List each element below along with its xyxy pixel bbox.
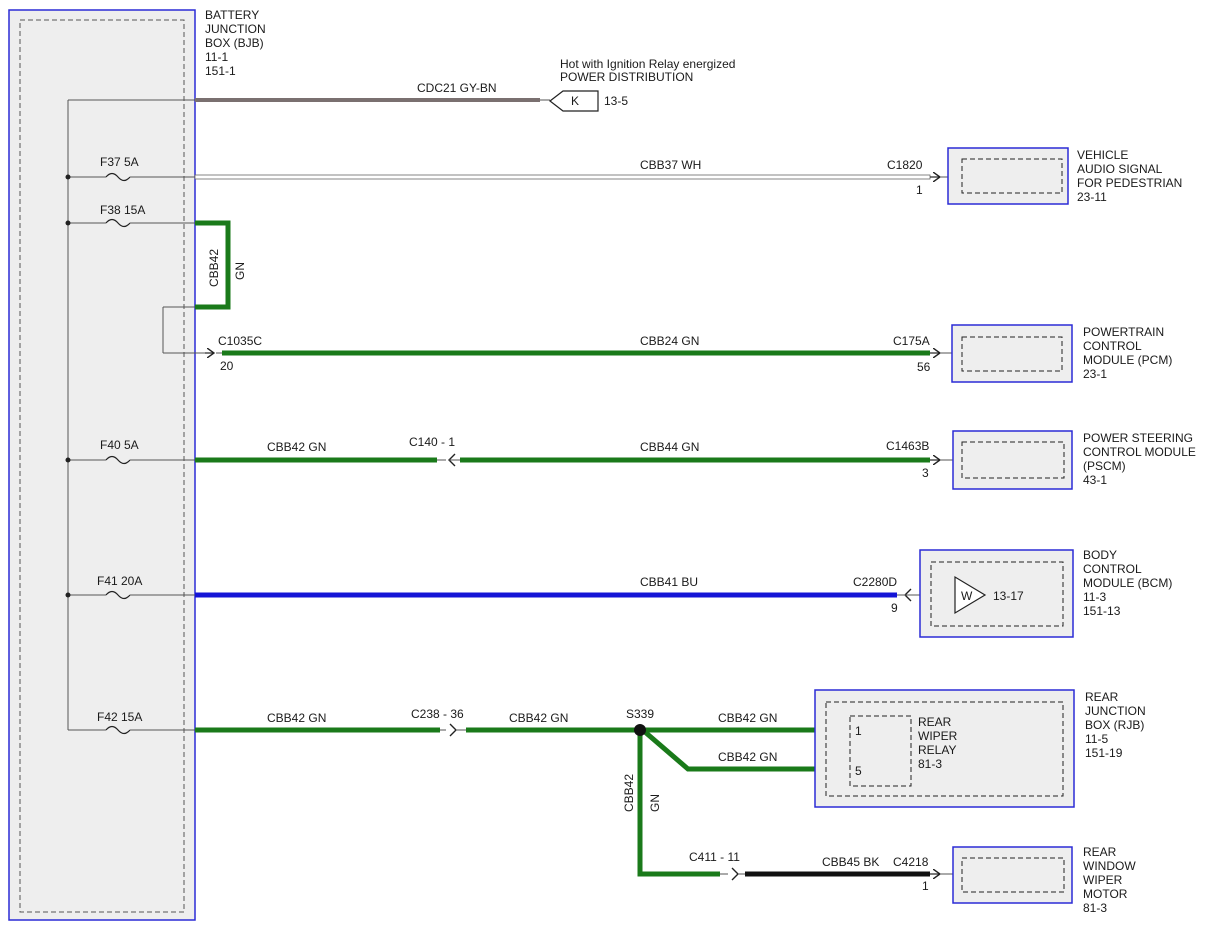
wire-label-cbb42-vertical-color: GN	[233, 262, 247, 280]
connector-c4218: C4218	[893, 855, 929, 869]
power-dist-connector[interactable]	[549, 90, 599, 112]
connector-c140: C140 - 1	[409, 435, 455, 449]
circuit-cbb41	[65, 588, 955, 602]
fuse-f41-icon	[105, 590, 131, 600]
w-reference-page: 13-17	[993, 589, 1024, 603]
wire-label-cbb24: CBB24 GN	[640, 334, 699, 348]
component-pcm[interactable]	[951, 324, 1073, 383]
wiper-motor-label: REAR WINDOW WIPER MOTOR 81-3	[1083, 845, 1139, 915]
pcm-label: POWERTRAIN CONTROL MODULE (PCM) 23-1	[1083, 325, 1176, 381]
splice-s339: S339	[626, 707, 654, 721]
w-reference-tag: W	[961, 589, 973, 603]
bjb-label: BATTERY JUNCTION BOX (BJB) 11-1 151-1	[205, 8, 269, 78]
component-rjb[interactable]	[814, 689, 1075, 808]
relay-pin-5: 5	[855, 764, 862, 778]
connector-c1820-pin: 1	[916, 183, 923, 197]
connector-c2280d-pin: 9	[891, 601, 898, 615]
connector-c411-icon	[731, 867, 739, 881]
wire-label-cbb42-pin5: CBB42 GN	[718, 750, 777, 764]
relay-label: REAR WIPER RELAY 81-3	[918, 715, 961, 771]
audio-signal-label: VEHICLE AUDIO SIGNAL FOR PEDESTRIAN 23-1…	[1077, 148, 1186, 204]
fuse-f40-label: F40 5A	[100, 438, 139, 452]
component-rear-wiper-motor[interactable]	[952, 846, 1073, 904]
rjb-label: REAR JUNCTION BOX (RJB) 11-5 151-19	[1085, 690, 1149, 760]
connector-c411: C411 - 11	[689, 850, 740, 864]
splice-s339-icon	[634, 724, 646, 736]
connector-c1035c: C1035C	[218, 334, 262, 348]
wire-label-cbb41: CBB41 BU	[640, 575, 698, 589]
wire-label-cbb44: CBB44 GN	[640, 440, 699, 454]
power-dist-ref: 13-5	[604, 94, 628, 108]
connector-c4218-pin: 1	[922, 879, 929, 893]
w-reference-icon	[954, 575, 987, 615]
bcm-label: BODY CONTROL MODULE (BCM) 11-3 151-13	[1083, 548, 1176, 618]
connector-c1463b-pin: 3	[922, 466, 929, 480]
wire-label-cbb42-splice-code: CBB42	[622, 774, 636, 812]
wire-label-cbb42-f42: CBB42 GN	[267, 711, 326, 725]
connector-c1035c-pin: 20	[220, 359, 234, 373]
power-dist-tag: K	[571, 94, 579, 108]
component-rear-wiper-relay[interactable]	[849, 715, 912, 787]
fuse-f42-label: F42 15A	[97, 710, 142, 724]
component-pscm[interactable]	[952, 430, 1073, 490]
battery-junction-box	[8, 9, 196, 921]
wire-label-cbb45: CBB45 BK	[822, 855, 879, 869]
connector-c1463b: C1463B	[886, 439, 929, 453]
fuse-f41-label: F41 20A	[97, 574, 142, 588]
fuse-f42-icon	[105, 725, 131, 735]
pscm-label: POWER STEERING CONTROL MODULE (PSCM) 43-…	[1083, 431, 1199, 487]
power-dist-note: Hot with Ignition Relay energized	[560, 57, 735, 71]
fuse-f40-icon	[105, 455, 131, 465]
wire-label-cbb42-mid: CBB42 GN	[509, 711, 568, 725]
circuit-cbb37	[65, 172, 962, 182]
wire-label-cbb37: CBB37 WH	[640, 158, 701, 172]
connector-c238: C238 - 36	[411, 707, 464, 721]
connector-c238-icon	[449, 723, 457, 737]
connector-c2280d: C2280D	[853, 575, 897, 589]
power-dist-title: POWER DISTRIBUTION	[560, 70, 693, 84]
circuit-cbb44	[65, 453, 962, 467]
connector-c175a-pin: 56	[917, 360, 931, 374]
relay-pin-1: 1	[855, 724, 862, 738]
wire-label-cdc21: CDC21 GY-BN	[417, 81, 497, 95]
wire-label-cbb42-splice-color: GN	[648, 794, 662, 812]
component-audio-signal[interactable]	[947, 147, 1069, 205]
fuse-f37-icon	[105, 172, 131, 182]
wire-label-cbb42-vertical-code: CBB42	[207, 249, 221, 287]
wire-label-cbb42-f40: CBB42 GN	[267, 440, 326, 454]
wire-label-cbb42-pin1: CBB42 GN	[718, 711, 777, 725]
connector-c1820: C1820	[887, 158, 923, 172]
fuse-f38-label: F38 15A	[100, 203, 145, 217]
connector-c175a: C175A	[893, 334, 930, 348]
circuit-f38	[65, 218, 231, 354]
fuse-f38-icon	[105, 218, 131, 228]
fuse-f37-label: F37 5A	[100, 155, 139, 169]
component-bcm[interactable]	[919, 549, 1074, 638]
circuit-cbb42-f42	[68, 723, 962, 881]
